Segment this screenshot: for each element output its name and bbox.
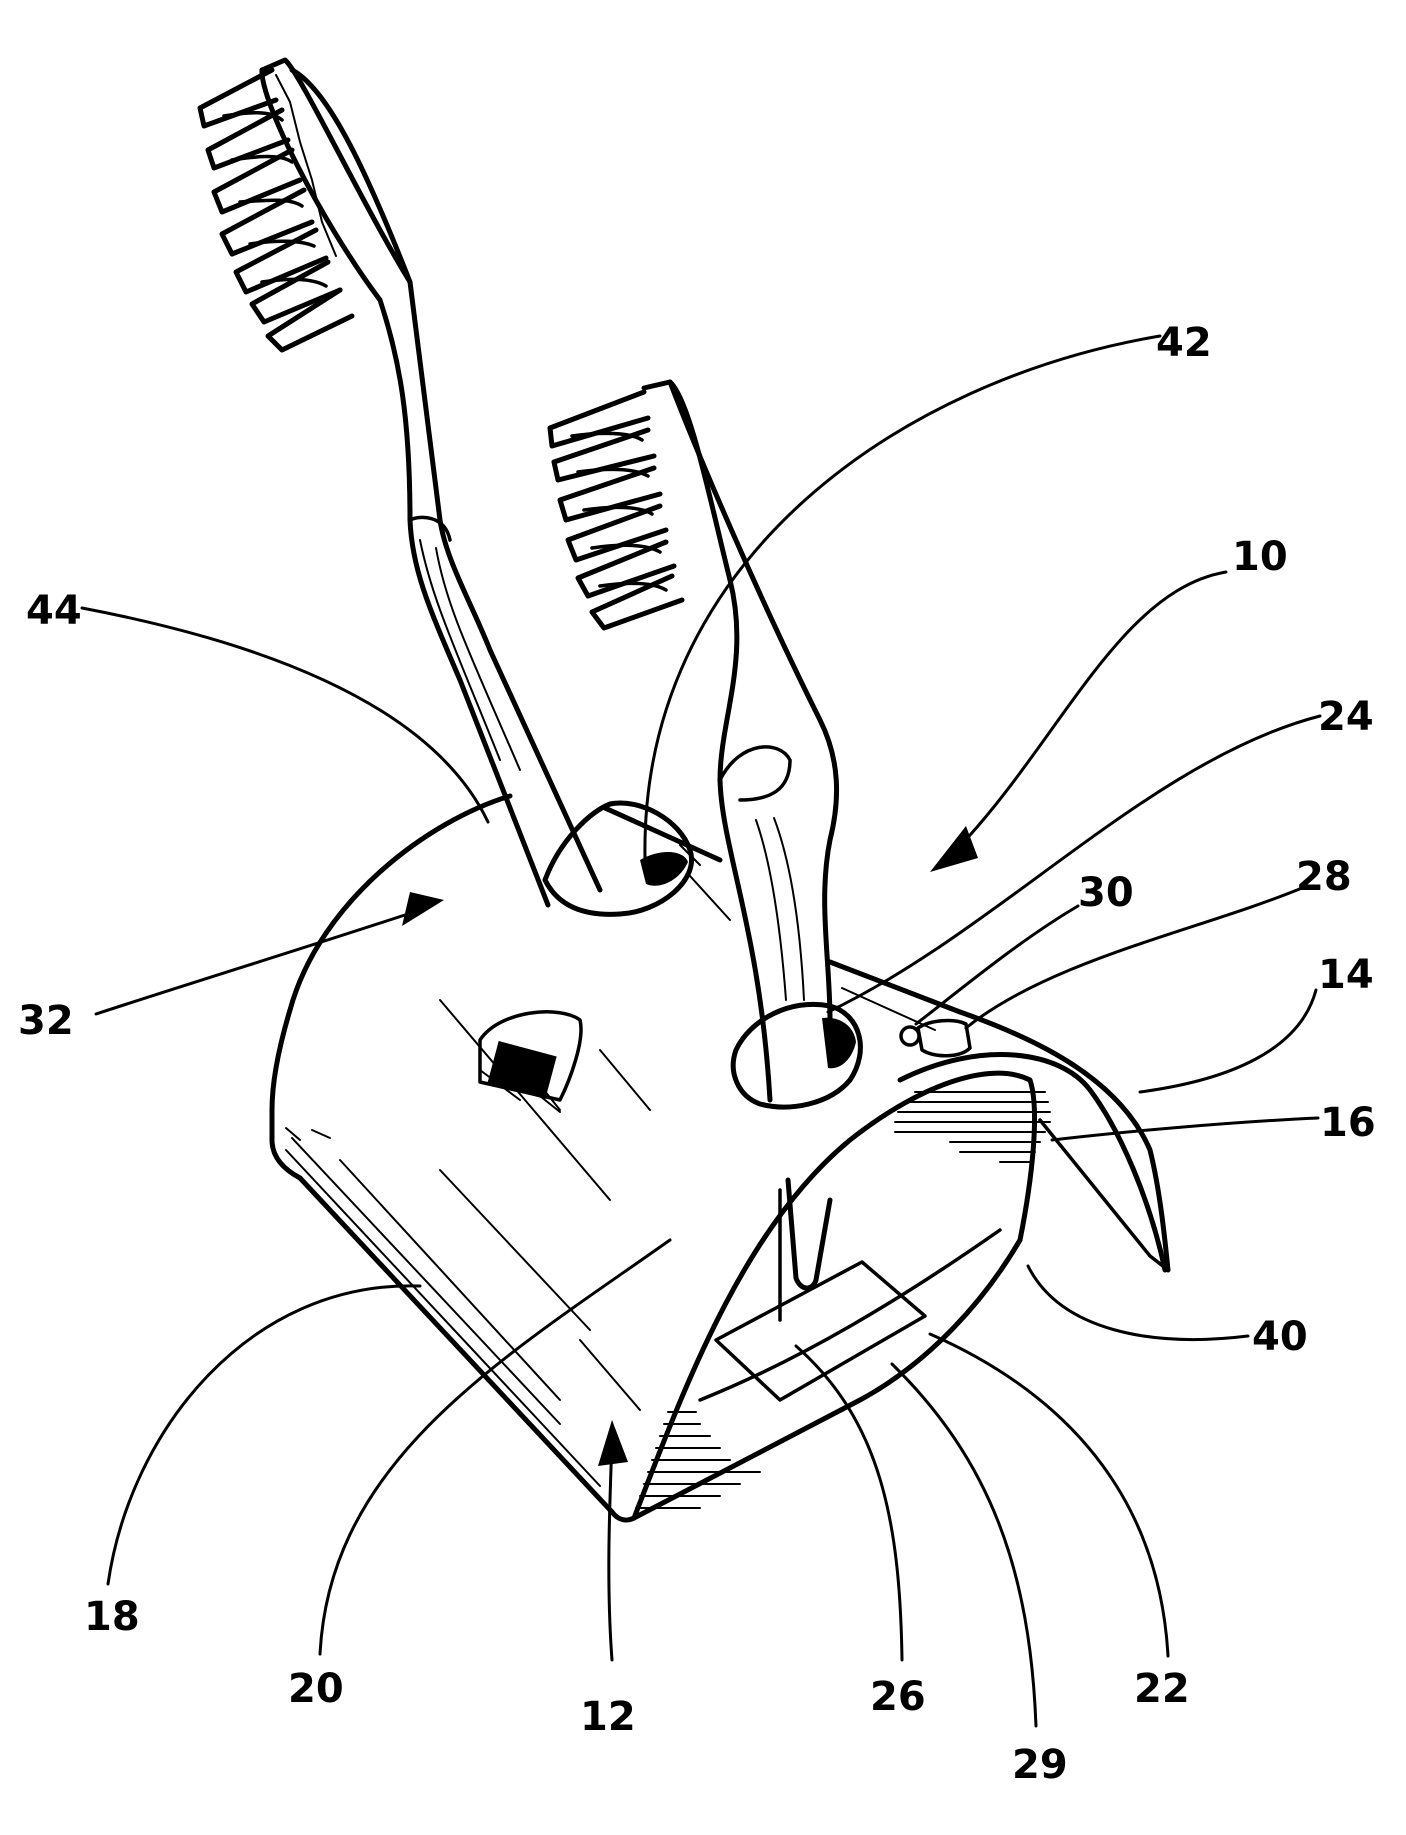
leader-40	[1028, 1266, 1248, 1339]
holder-left-edge	[272, 1110, 300, 1178]
label-10: 10	[1232, 534, 1288, 580]
brush-front-handle-groove	[774, 818, 804, 1000]
label-14: 14	[1318, 952, 1374, 998]
holder-top-outline	[272, 796, 510, 1110]
logo-badge	[480, 1012, 581, 1112]
arrow-32-leader	[96, 910, 420, 1014]
label-40: 40	[1252, 1314, 1308, 1360]
brush-front-handle-groove	[756, 820, 786, 1000]
holder-bottom-edge	[300, 1178, 612, 1512]
brush-back-handle-right	[262, 70, 548, 905]
label-30: 30	[1078, 870, 1134, 916]
arrow-10-leader	[960, 572, 1226, 846]
slot-24-shadow	[822, 1018, 856, 1069]
toothbrush-holder-body	[272, 796, 1020, 1520]
leader-44	[82, 608, 488, 822]
leader-26	[796, 1346, 902, 1660]
label-24: 24	[1318, 694, 1374, 740]
leader-18	[108, 1286, 420, 1584]
shade-line	[440, 1170, 590, 1330]
label-44: 44	[26, 588, 82, 634]
reference-numerals: 10 12 14 16 18 20 22 24 26 28 29 30 32 4…	[18, 320, 1376, 1788]
label-32: 32	[18, 998, 74, 1044]
shade-line	[340, 1160, 560, 1400]
label-26: 26	[870, 1674, 926, 1720]
arrow-32-head	[402, 892, 444, 926]
shade-line	[312, 1130, 330, 1138]
floor-plate-outline	[700, 1230, 1000, 1400]
shade-line	[690, 876, 730, 920]
brush-front-grip	[720, 747, 790, 800]
brush-front-handle-right	[670, 382, 837, 1020]
arrow-12-leader	[609, 1440, 612, 1660]
shade-line	[286, 1150, 600, 1486]
label-16: 16	[1320, 1100, 1376, 1146]
leader-16	[1052, 1118, 1318, 1140]
leader-28	[966, 888, 1302, 1028]
leader-29	[892, 1364, 1036, 1726]
holder-arch	[634, 1012, 1168, 1518]
shade-line	[440, 1000, 610, 1200]
leader-lines	[82, 336, 1320, 1726]
toothbrush-back	[200, 60, 600, 905]
toothbrush-slots	[545, 803, 860, 1107]
arrow-12-head	[598, 1420, 628, 1466]
indicator-30	[901, 1027, 919, 1045]
leader-22	[930, 1334, 1168, 1656]
shade-line	[600, 1050, 650, 1110]
label-42: 42	[1156, 320, 1212, 366]
leader-14	[1140, 990, 1316, 1092]
toothbrush-front	[550, 382, 837, 1288]
arch-outer-outline	[634, 1073, 1035, 1518]
label-20: 20	[288, 1666, 344, 1712]
button-28-outline	[918, 1021, 970, 1056]
arch-hatching-top	[895, 1092, 1050, 1162]
label-29: 29	[1012, 1742, 1068, 1788]
brush-front-bristles	[550, 392, 682, 628]
label-18: 18	[84, 1594, 140, 1640]
holder-front-corner	[612, 1512, 634, 1520]
label-22: 22	[1134, 1666, 1190, 1712]
shade-line	[292, 1138, 560, 1424]
slot-42-shadow	[640, 852, 688, 886]
brush-front-handle-left	[644, 382, 770, 1100]
shade-line	[580, 1340, 640, 1410]
label-12: 12	[580, 1694, 636, 1740]
release-button	[901, 1021, 970, 1056]
label-28: 28	[1296, 854, 1352, 900]
